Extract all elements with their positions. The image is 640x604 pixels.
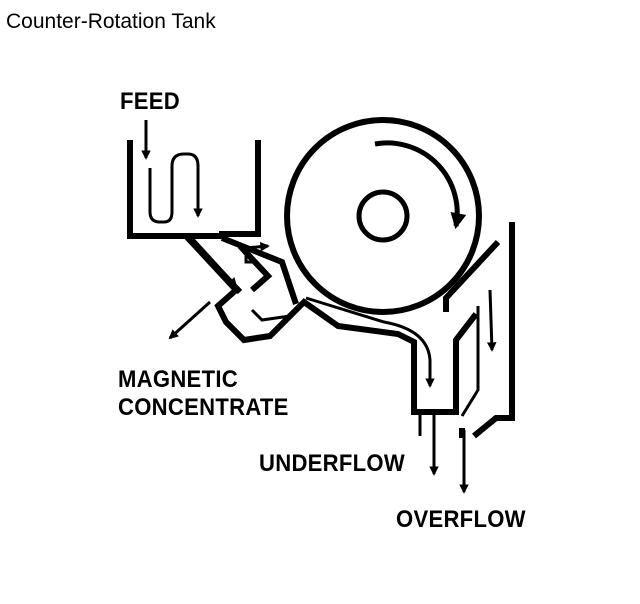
magnetic-label: MAGNETIC (118, 366, 238, 393)
rotation-arrow (374, 140, 467, 230)
recirc-arrow (244, 241, 270, 264)
underflow-label: UNDERFLOW (259, 450, 405, 477)
lower-flow (250, 308, 291, 322)
overflow-weir (430, 222, 515, 439)
feed-label: FEED (120, 88, 181, 115)
overflow-label: OVERFLOW (396, 506, 526, 533)
feed-flow-u (148, 152, 200, 224)
concentrate-arrow (168, 300, 212, 340)
underflow-inner-arrow (305, 296, 435, 388)
chute-flow-arrow (190, 236, 238, 288)
concentrate-label: CONCENTRATE (118, 394, 289, 421)
overflow-inner-line (460, 306, 480, 417)
drum-shaft (356, 189, 410, 243)
magnetic-drum (284, 117, 482, 315)
feed-chute (183, 233, 430, 415)
page-title: Counter-Rotation Tank (6, 10, 216, 33)
overflow-inner-arrow (486, 289, 497, 352)
